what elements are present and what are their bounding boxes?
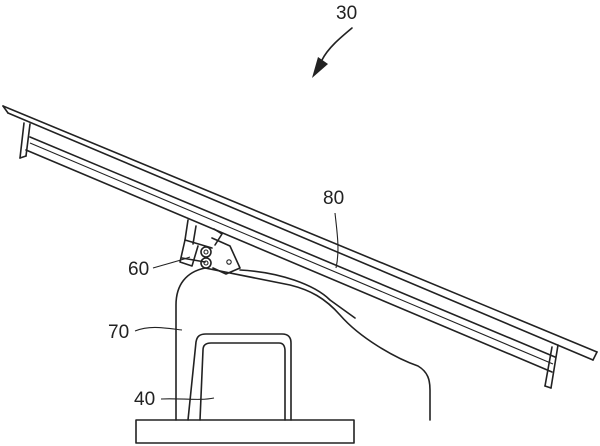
support-stand bbox=[175, 267, 431, 421]
assembly-leader-arrow bbox=[312, 27, 353, 78]
label-panel: 80 bbox=[323, 188, 345, 209]
hinge-leader-line bbox=[152, 256, 191, 269]
base-plate bbox=[135, 419, 355, 444]
stand-leader-line bbox=[134, 326, 183, 332]
label-stand: 70 bbox=[108, 322, 130, 343]
label-block: 40 bbox=[134, 389, 156, 410]
label-hinge: 60 bbox=[128, 259, 150, 280]
inclined-panel bbox=[2, 105, 598, 389]
panel-leader-line bbox=[334, 212, 339, 269]
mounting-block bbox=[187, 333, 292, 421]
block-leader-line bbox=[160, 397, 215, 400]
label-assembly: 30 bbox=[336, 3, 358, 24]
